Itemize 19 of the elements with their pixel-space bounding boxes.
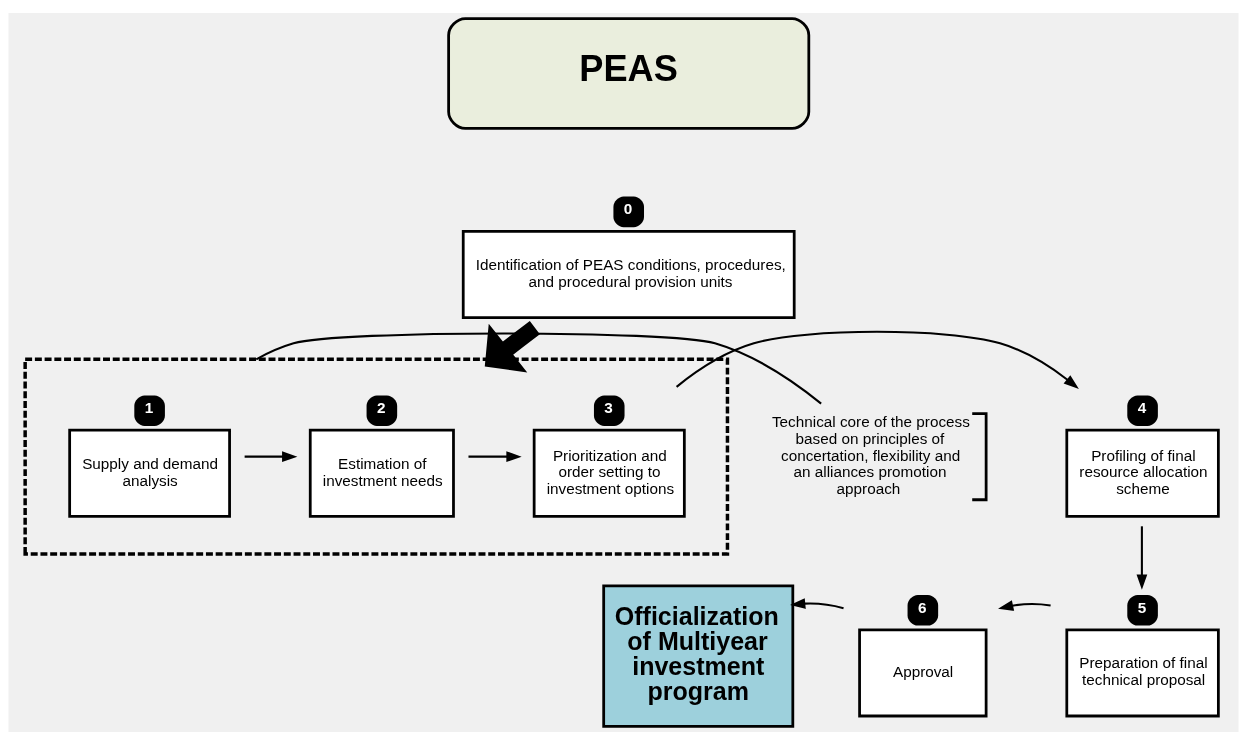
node-box: Officialization of Multiyear investment program bbox=[602, 584, 795, 728]
arrow bbox=[244, 450, 298, 462]
node-label: 6 bbox=[917, 598, 927, 616]
arrow bbox=[998, 599, 1051, 611]
node-label: 4 bbox=[1137, 398, 1147, 416]
node-label: 2 bbox=[377, 398, 386, 416]
cluster bbox=[23, 357, 730, 556]
arrow bbox=[790, 597, 844, 609]
node-box: PEAS bbox=[447, 16, 811, 130]
connector bbox=[255, 331, 822, 404]
node-label: 1 bbox=[144, 398, 154, 416]
arrow bbox=[484, 320, 540, 372]
node-label: 3 bbox=[604, 398, 613, 416]
arrow bbox=[675, 330, 1079, 389]
arrow bbox=[468, 450, 522, 462]
node-text: Technical core of the process based on principles of concertation, flexibility and an alliances promotion approach bbox=[771, 412, 970, 497]
arrow bbox=[1136, 525, 1148, 590]
node-label: 5 bbox=[1137, 598, 1147, 616]
node-label: 0 bbox=[623, 199, 633, 217]
